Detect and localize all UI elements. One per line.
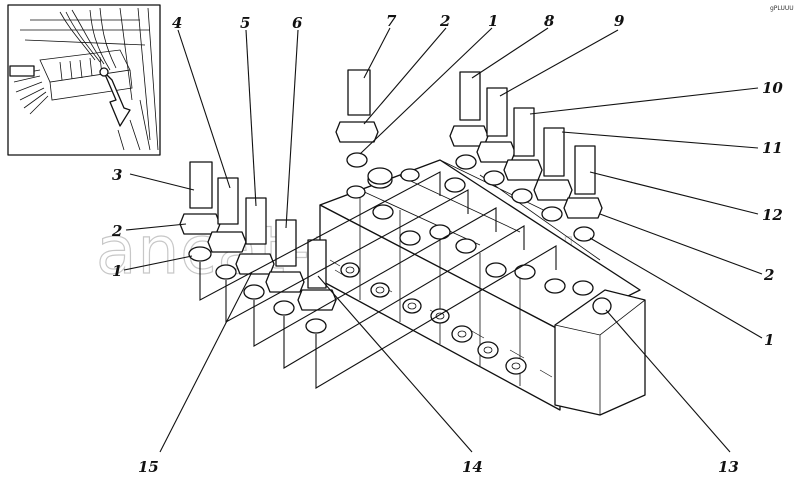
callout-9: 9	[614, 12, 625, 30]
callout-2: 2	[439, 12, 450, 30]
front-outlet-fittings	[340, 262, 527, 375]
callout-4: 4	[172, 14, 182, 32]
callout-14: 14	[462, 458, 483, 476]
location-inset	[7, 4, 161, 156]
callout-11: 11	[762, 139, 783, 157]
callout-3: 3	[112, 166, 122, 184]
corner-mark: gPLUUU	[770, 5, 794, 12]
callout-8: 8	[544, 12, 555, 30]
callout-13: 13	[718, 458, 739, 476]
valve-block-body	[319, 159, 646, 416]
callout-7: 7	[386, 12, 397, 30]
assembly-guide-lines	[199, 171, 557, 389]
callout-2-right: 2	[763, 266, 774, 284]
callout-15: 15	[138, 458, 159, 476]
callout-1-right: 1	[764, 331, 774, 349]
callout-1: 1	[488, 12, 498, 30]
callout-5: 5	[240, 14, 250, 32]
callout-10: 10	[762, 79, 783, 97]
leader-lines	[123, 27, 763, 453]
callout-12: 12	[762, 206, 783, 224]
callout-1-left: 1	[112, 262, 122, 280]
callout-labels: 7 2 1 8 9 4 5 6 10 11 12 3 2 1 2 1 15 14…	[111, 12, 783, 476]
exploded-tubes-upper	[335, 69, 603, 242]
callout-2-left: 2	[111, 222, 122, 240]
exploded-tubes-left	[179, 161, 337, 334]
top-fittings	[346, 167, 612, 315]
callout-6: 6	[292, 14, 303, 32]
